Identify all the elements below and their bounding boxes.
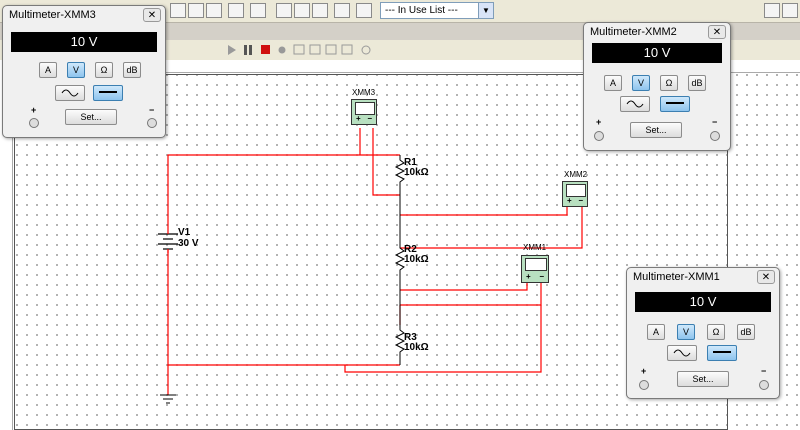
negative-terminal[interactable] — [710, 131, 720, 141]
mode-a-button[interactable]: A — [647, 324, 665, 340]
resistor-icon[interactable] — [394, 155, 406, 365]
xmm3-tag: XMM3 — [352, 88, 376, 97]
positive-terminal[interactable] — [594, 131, 604, 141]
positive-terminal[interactable] — [29, 118, 39, 128]
v1-value: 30 V — [178, 238, 199, 249]
left-ruler — [0, 60, 13, 430]
close-icon[interactable]: ✕ — [143, 8, 161, 22]
chevron-down-icon: ▼ — [478, 3, 493, 18]
ac-wave-icon[interactable] — [620, 96, 650, 112]
meter-display: 10 V — [592, 43, 722, 63]
set-button[interactable]: Set... — [65, 109, 117, 125]
multimeter-xmm1-window: Multimeter-XMM1 ✕ 10 V A V Ω dB + − Set.… — [626, 267, 780, 399]
close-icon[interactable]: ✕ — [708, 25, 726, 39]
step-icon[interactable] — [278, 46, 286, 54]
window-title: Multimeter-XMM3 — [9, 9, 96, 21]
toolbar-icon[interactable] — [309, 44, 321, 55]
wires — [167, 128, 583, 395]
mode-a-button[interactable]: A — [604, 75, 622, 91]
multimeter-xmm1-icon[interactable]: +− — [521, 255, 549, 283]
r2-name: R2 — [404, 244, 417, 255]
toolbar-button[interactable] — [188, 3, 204, 18]
v1-name: V1 — [178, 227, 191, 238]
multimeter-xmm2-icon[interactable]: +− — [562, 181, 588, 207]
r1-name: R1 — [404, 157, 417, 168]
plus-label: + — [641, 366, 647, 376]
mode-ohm-button[interactable]: Ω — [707, 324, 725, 340]
xmm2-tag: XMM2 — [564, 170, 588, 179]
close-icon[interactable]: ✕ — [757, 270, 775, 284]
mode-db-button[interactable]: dB — [737, 324, 755, 340]
toolbar-button[interactable] — [250, 3, 266, 18]
negative-terminal[interactable] — [759, 380, 769, 390]
positive-terminal[interactable] — [639, 380, 649, 390]
mode-ohm-button[interactable]: Ω — [660, 75, 678, 91]
plus-label: + — [31, 105, 37, 115]
window-title: Multimeter-XMM2 — [590, 26, 677, 38]
run-icon[interactable] — [228, 45, 236, 55]
toolbar-button[interactable] — [228, 3, 244, 18]
ground-icon — [160, 394, 176, 404]
multimeter-xmm3-icon[interactable]: +− — [351, 99, 377, 125]
meter-display: 10 V — [11, 32, 157, 52]
meter-display: 10 V — [635, 292, 771, 312]
toolbar-button[interactable] — [764, 3, 780, 18]
multimeter-xmm2-window: Multimeter-XMM2 ✕ 10 V A V Ω dB + − Set.… — [583, 22, 731, 151]
set-button[interactable]: Set... — [630, 122, 682, 138]
dc-wave-icon[interactable] — [707, 345, 737, 361]
toolbar-button[interactable] — [276, 3, 292, 18]
toolbar-icon[interactable] — [341, 44, 353, 55]
xmm1-tag: XMM1 — [523, 243, 547, 252]
toolbar-button[interactable] — [312, 3, 328, 18]
toolbar-button[interactable] — [334, 3, 350, 18]
plus-label: + — [596, 117, 602, 127]
minus-label: − — [149, 105, 155, 115]
main-toolbar: --- In Use List --- ▼ — [0, 0, 800, 23]
simulation-controls — [228, 44, 371, 55]
mode-v-button[interactable]: V — [632, 75, 650, 91]
in-use-list-label: --- In Use List --- — [385, 5, 458, 16]
set-button[interactable]: Set... — [677, 371, 729, 387]
window-title: Multimeter-XMM1 — [633, 271, 720, 283]
toolbar-icon[interactable] — [361, 45, 371, 55]
toolbar-icon[interactable] — [293, 44, 305, 55]
minus-label: − — [712, 117, 718, 127]
negative-terminal[interactable] — [147, 118, 157, 128]
toolbar-button[interactable] — [206, 3, 222, 18]
multimeter-xmm3-window: Multimeter-XMM3 ✕ 10 V A V Ω dB + − Set.… — [2, 5, 166, 138]
r3-value: 10kΩ — [404, 342, 429, 353]
toolbar-button[interactable] — [782, 3, 798, 18]
ac-wave-icon[interactable] — [55, 85, 85, 101]
mode-ohm-button[interactable]: Ω — [95, 62, 113, 78]
dc-wave-icon[interactable] — [93, 85, 123, 101]
toolbar-button[interactable] — [356, 3, 372, 18]
mode-a-button[interactable]: A — [39, 62, 57, 78]
schematic-canvas[interactable] — [12, 60, 800, 430]
r2-value: 10kΩ — [404, 254, 429, 265]
r3-name: R3 — [404, 332, 417, 343]
r1-value: 10kΩ — [404, 167, 429, 178]
dc-wave-icon[interactable] — [660, 96, 690, 112]
mode-db-button[interactable]: dB — [688, 75, 706, 91]
in-use-list-dropdown[interactable]: --- In Use List --- ▼ — [380, 2, 494, 19]
mode-v-button[interactable]: V — [677, 324, 695, 340]
stop-icon[interactable] — [261, 45, 270, 54]
ac-wave-icon[interactable] — [667, 345, 697, 361]
minus-label: − — [761, 366, 767, 376]
battery-icon[interactable] — [158, 230, 178, 253]
pause-icon[interactable] — [244, 45, 252, 55]
toolbar-icon[interactable] — [325, 44, 337, 55]
toolbar-button[interactable] — [170, 3, 186, 18]
toolbar-button[interactable] — [294, 3, 310, 18]
mode-v-button[interactable]: V — [67, 62, 85, 78]
mode-db-button[interactable]: dB — [123, 62, 141, 78]
